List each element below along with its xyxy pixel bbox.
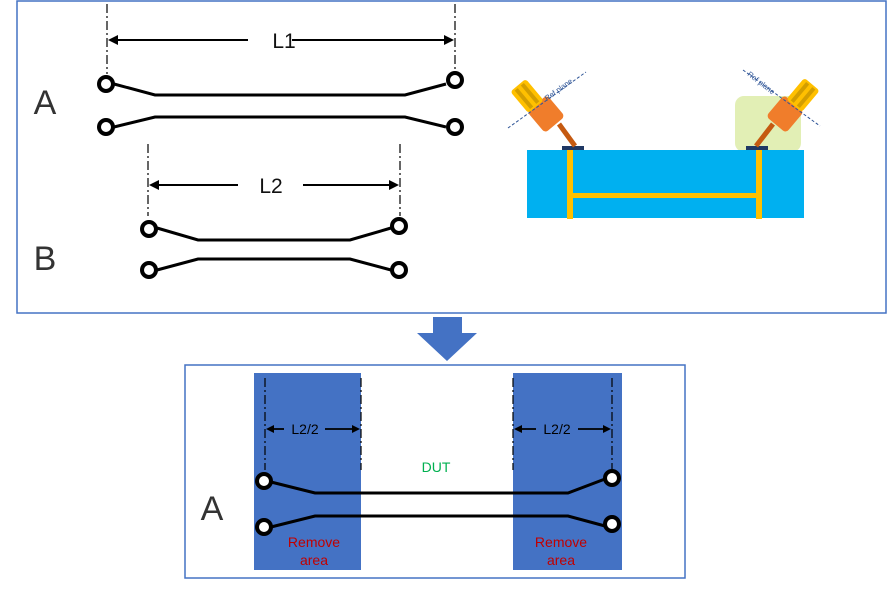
right-probe-pad	[746, 146, 768, 150]
left-half-label: L2/2	[291, 421, 318, 437]
right-remove-label-line2: area	[547, 552, 575, 568]
right-ref-plane-line	[742, 69, 821, 127]
line-a-upper-trace	[113, 82, 447, 97]
line-b-pad	[140, 220, 158, 238]
left-via	[567, 150, 573, 219]
left-probe-pad	[562, 146, 584, 150]
down-arrow-icon	[417, 317, 477, 361]
l2-right-arrowhead	[389, 180, 399, 190]
bottom-row-a-label: A	[201, 490, 224, 528]
line-b-pad	[140, 261, 158, 279]
line-a-structure	[97, 71, 464, 136]
right-probe-icon	[754, 79, 819, 148]
line-b-upper-trace	[156, 226, 392, 242]
right-remove-label-line1: Remove	[535, 534, 587, 550]
l1-left-arrowhead	[108, 35, 118, 45]
bottom-lower-trace	[270, 514, 606, 529]
l2-dimension: L2	[147, 144, 401, 216]
left-half-dimension: L2/2	[264, 378, 362, 470]
bottom-pad	[603, 469, 621, 487]
line-a-pad	[97, 118, 115, 136]
left-half-arrowhead	[266, 425, 274, 433]
row-b-label: B	[34, 240, 57, 278]
line-a-bottom-structure	[255, 469, 621, 536]
line-a-pad	[97, 75, 115, 93]
left-half-arrowhead	[352, 425, 360, 433]
line-b-pad	[390, 261, 408, 279]
right-half-arrowhead	[514, 425, 522, 433]
right-via	[756, 150, 762, 219]
right-half-dimension: L2/2	[512, 378, 613, 470]
line-a-pad	[446, 71, 464, 89]
l2-label: L2	[259, 175, 282, 198]
line-a-lower-trace	[113, 115, 447, 129]
row-a-label: A	[34, 84, 57, 122]
l1-dimension: L1	[106, 4, 456, 74]
dut-label: DUT	[422, 459, 451, 475]
bottom-pad	[255, 518, 273, 536]
l2-left-arrowhead	[149, 180, 159, 190]
left-remove-label-line2: area	[300, 552, 328, 568]
line-b-structure	[140, 217, 408, 279]
bottom-pad	[255, 472, 273, 490]
line-b-lower-trace	[156, 257, 392, 272]
left-probe-icon	[511, 80, 578, 148]
right-half-label: L2/2	[543, 421, 570, 437]
l1-label: L1	[272, 30, 295, 53]
via-connector	[573, 193, 756, 198]
right-remove-area	[513, 373, 622, 570]
left-ref-plane-line	[507, 71, 587, 129]
line-b-pad	[390, 217, 408, 235]
right-half-arrowhead	[603, 425, 611, 433]
bottom-upper-trace	[270, 477, 606, 495]
line-a-pad	[446, 118, 464, 136]
left-remove-area	[254, 373, 361, 570]
l1-right-arrowhead	[444, 35, 454, 45]
bottom-pad	[603, 515, 621, 533]
left-remove-label-line1: Remove	[288, 534, 340, 550]
